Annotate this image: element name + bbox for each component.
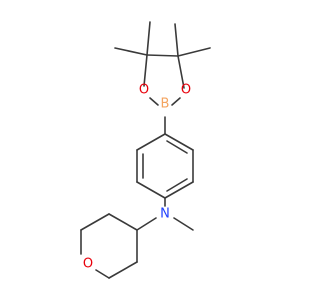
bond: [136, 181, 166, 199]
atom-label-boron: B: [161, 97, 170, 112]
bond: [143, 54, 148, 87]
methyl-bond: [177, 47, 211, 57]
atom-label-oxygen: O: [181, 83, 191, 98]
n-methyl-bond: [173, 217, 194, 231]
methyl-bond: [146, 21, 151, 56]
nitrogen-oxane-bond: [136, 217, 157, 231]
bond: [95, 269, 110, 279]
atom-label-nitrogen: N: [160, 207, 170, 222]
atom-label-oxygen: O: [139, 83, 149, 98]
bond: [146, 54, 179, 57]
bond: [80, 213, 110, 231]
methyl-bond: [114, 47, 148, 56]
bond: [136, 133, 166, 151]
molecule-structure: B O O N O: [80, 21, 211, 279]
bond: [177, 55, 185, 89]
dioxaborolane-ring: [114, 21, 211, 106]
benzene-ring: [136, 133, 194, 199]
bond: [164, 133, 194, 151]
methyl-bond: [174, 23, 179, 57]
bond: [171, 97, 181, 106]
double-bond: [166, 140, 188, 154]
atom-label-oxygen: O: [83, 257, 93, 272]
bond: [108, 213, 138, 231]
bond: [149, 97, 159, 106]
oxane-ring: [80, 213, 138, 279]
bond: [164, 181, 194, 199]
bond: [108, 261, 138, 279]
double-bond: [166, 178, 188, 192]
